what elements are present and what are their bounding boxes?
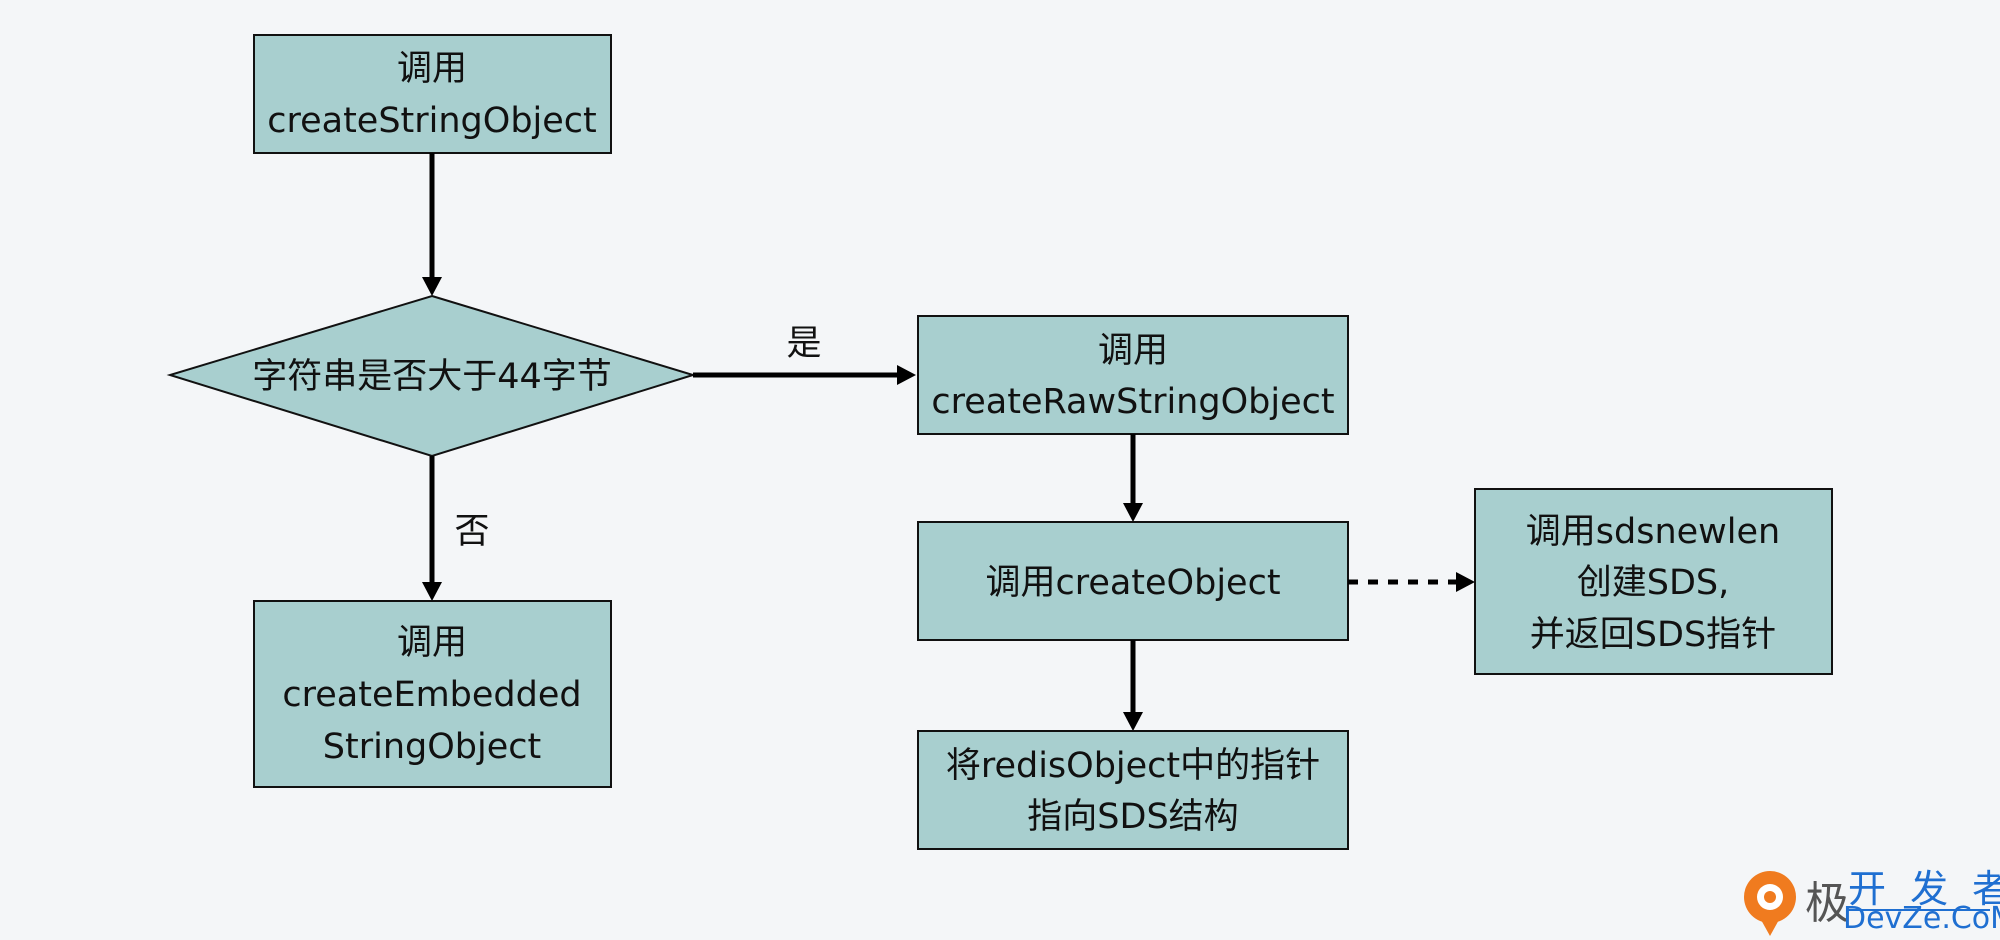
node-create-embedded-string-object: 调用 createEmbedded StringObject (253, 600, 612, 788)
node-create-object-label: 调用createObject (985, 563, 1280, 603)
node-create-raw-string-object: 调用 createRawStringObject (917, 315, 1349, 435)
arrow-decision-yes: 是 (693, 324, 916, 385)
node-create-embedded-line-2: createEmbedded (282, 675, 581, 715)
node-redis-object-pointer-line-1: 将redisObject中的指针 (946, 746, 1320, 786)
edge-yes-label: 是 (786, 324, 821, 364)
node-create-raw-string-object-line-2: createRawStringObject (931, 382, 1334, 422)
watermark-domain-text: DevZe.CoM (1843, 901, 2000, 936)
arrow-create-object-to-pointer (1123, 640, 1143, 731)
node-sdsnewlen-line-1: 调用sdsnewlen (1526, 512, 1780, 552)
node-create-object: 调用createObject (917, 521, 1349, 641)
watermark-logo-icon (1744, 871, 1796, 936)
arrow-start-to-decision (422, 153, 442, 296)
edge-no-label: 否 (454, 512, 489, 552)
node-sdsnewlen-line-2: 创建SDS, (1577, 563, 1730, 603)
node-create-string-object: 调用 createStringObject (253, 34, 612, 154)
node-sdsnewlen: 调用sdsnewlen 创建SDS, 并返回SDS指针 (1474, 488, 1833, 675)
watermark-logo-char: 极 (1805, 878, 1849, 929)
node-create-string-object-line-2: createStringObject (267, 101, 597, 141)
arrow-decision-no: 否 (422, 456, 490, 601)
node-create-raw-string-object-line-1: 调用 (1098, 331, 1168, 371)
node-redis-object-pointer-line-2: 指向SDS结构 (1027, 797, 1238, 837)
node-create-embedded-line-3: StringObject (323, 727, 541, 767)
node-create-embedded-line-1: 调用 (397, 623, 467, 663)
node-create-string-object-line-1: 调用 (397, 49, 467, 89)
arrow-raw-to-create-object (1123, 434, 1143, 522)
watermark: 极 开 发 者 DevZe.CoM (1744, 867, 2000, 936)
arrow-create-object-to-sdsnewlen (1348, 572, 1475, 592)
node-redis-object-pointer: 将redisObject中的指针 指向SDS结构 (917, 730, 1349, 850)
node-decision-label: 字符串是否大于44字节 (252, 357, 612, 397)
node-sdsnewlen-line-3: 并返回SDS指针 (1530, 615, 1776, 655)
watermark-brand-text: 开 发 者 (1848, 867, 2000, 911)
node-decision: 字符串是否大于44字节 (166, 294, 697, 458)
